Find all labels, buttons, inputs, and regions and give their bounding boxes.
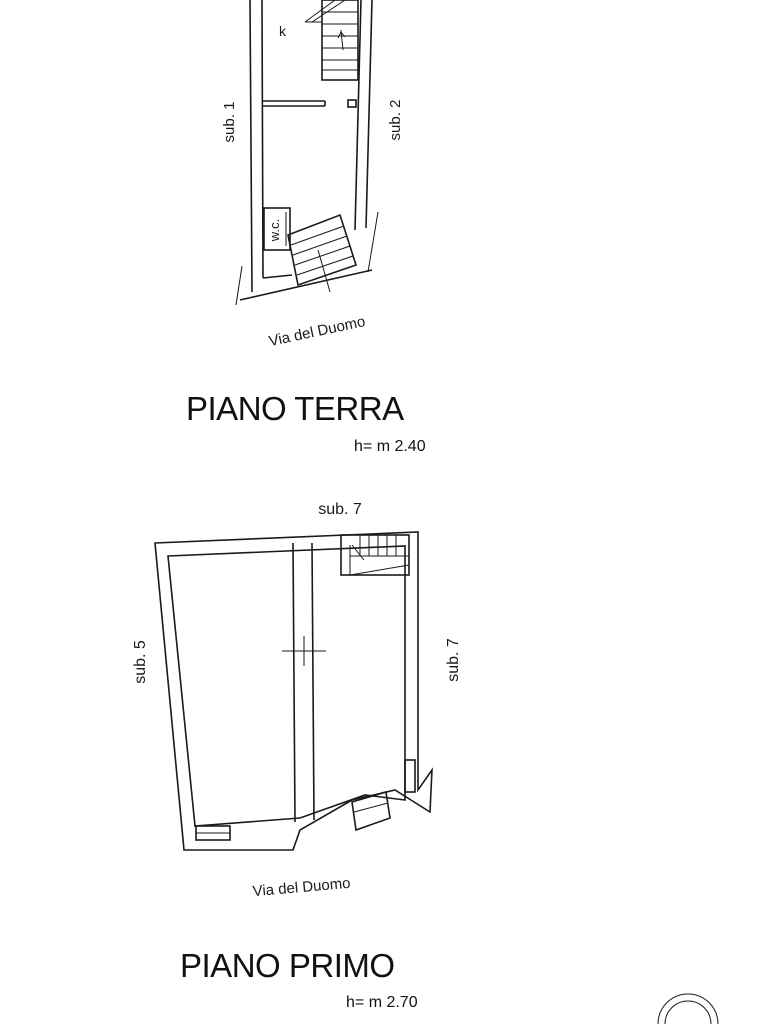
first-floor-title: PIANO PRIMO xyxy=(180,947,395,984)
first-floor-height: h= m 2.70 xyxy=(346,994,418,1011)
first-floor-stair xyxy=(340,534,410,576)
ground-floor-title: PIANO TERRA xyxy=(186,390,404,427)
ground-kitchen-label: k xyxy=(279,23,287,39)
first-floor-walls xyxy=(154,531,433,851)
ground-street-label: Via del Duomo xyxy=(267,313,367,350)
ground-floor-entrance-stair xyxy=(287,213,358,293)
ground-floor-walls xyxy=(235,0,379,306)
ground-floor-plan: k sub. 1 sub. 2 w.c. Via del Duomo xyxy=(221,0,404,350)
ground-floor-stair-upper xyxy=(304,0,359,81)
ground-left-neighbor-label: sub. 1 xyxy=(221,102,238,143)
first-top-neighbor-label: sub. 7 xyxy=(318,501,362,518)
first-street-label: Via del Duomo xyxy=(252,875,351,900)
ground-floor-height: h= m 2.40 xyxy=(354,438,426,455)
first-floor-plan: sub. 7 sub. 5 sub. 7 Via del Duomo xyxy=(132,501,462,900)
first-left-neighbor-label: sub. 5 xyxy=(132,640,149,684)
ground-wc-label: w.c. xyxy=(267,219,282,242)
ground-right-neighbor-label: sub. 2 xyxy=(387,100,404,141)
first-right-neighbor-label: sub. 7 xyxy=(445,638,462,682)
north-arrow-icon xyxy=(657,993,719,1024)
ground-floor-wc xyxy=(263,207,291,251)
